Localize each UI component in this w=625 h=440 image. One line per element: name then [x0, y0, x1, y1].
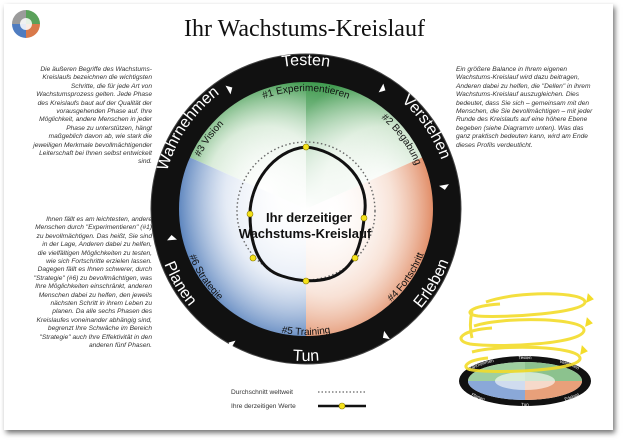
center-label-line-2: Wachstums-Kreislauf [239, 226, 372, 241]
svg-text:Erleben: Erleben [564, 391, 581, 401]
arrow-icon [439, 184, 449, 190]
arrow-icon [167, 235, 177, 241]
legend-current-marker [338, 402, 346, 410]
mini-growth-diagram: Testen Verstehen Planen Tun Erleben Wahr… [459, 292, 594, 407]
spiral-arrowheads [580, 293, 594, 355]
svg-text:Testen: Testen [281, 52, 331, 71]
ring-arrows [167, 83, 449, 350]
analysis-paragraph: Ihnen fällt es am leichtesten, andere Me… [33, 216, 152, 350]
ring-label-testen: Testen [281, 52, 331, 71]
spiral-icon [459, 292, 587, 373]
page-title: Ihr Wachstums-Kreislauf [184, 16, 425, 42]
balance-paragraph: Ein größere Balance in Ihrem eigenen Wac… [456, 66, 593, 149]
arrow-icon [225, 85, 233, 95]
mini-label-tun: Tun [521, 402, 529, 407]
cycle-ring [151, 54, 461, 364]
legend: Durchschnitt weltweit Ihre derzeitigen W… [231, 389, 366, 410]
arrow-icon [228, 340, 236, 350]
mini-label-erleben: Erleben [564, 391, 581, 401]
legend-current-label: Ihre derzeitigen Werte [231, 403, 296, 410]
phase-label-5: #5 Training [281, 325, 331, 338]
value-markers [246, 143, 368, 285]
ring-label-tun: Tun [292, 347, 319, 365]
intro-paragraph: Die äußeren Begriffe des Wachstums-Kreis… [33, 66, 152, 166]
arrow-icon [580, 345, 588, 355]
svg-text:Testen: Testen [518, 355, 532, 360]
logo-icon [12, 10, 40, 38]
arrow-icon [382, 330, 390, 340]
svg-text:Tun: Tun [521, 402, 529, 407]
arrow-icon [585, 317, 593, 327]
sector-fills [177, 80, 435, 338]
center-label-line-1: Ihr derzeitiger [266, 210, 352, 225]
arrow-icon [378, 83, 386, 93]
svg-text:Tun: Tun [292, 347, 319, 365]
arrow-icon [586, 293, 594, 303]
mini-label-testen: Testen [518, 355, 532, 360]
svg-text:#5 Training: #5 Training [281, 325, 331, 338]
legend-average-label: Durchschnitt weltweit [231, 389, 293, 396]
mini-label-planen: Planen [471, 392, 486, 402]
svg-text:Planen: Planen [471, 392, 486, 402]
